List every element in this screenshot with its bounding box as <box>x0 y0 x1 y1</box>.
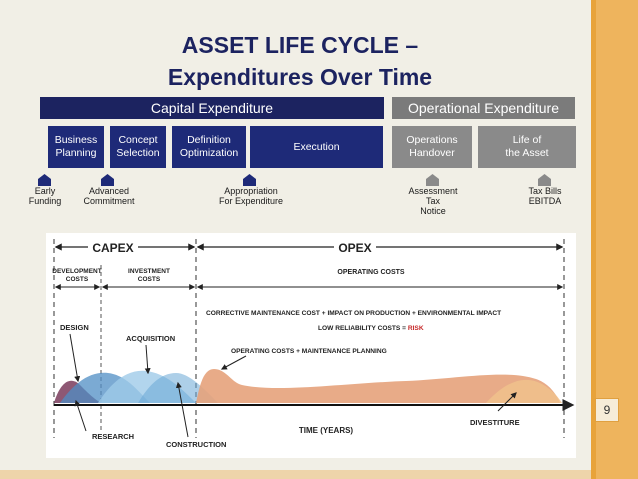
milestone-tax-bills-icon <box>538 174 551 186</box>
operating-cost-curve <box>196 369 560 403</box>
diagram-background <box>46 233 576 458</box>
milestone-advanced-commitment-icon <box>101 174 114 186</box>
milestone-early-funding: Early Funding <box>28 186 62 206</box>
construction-pointer <box>175 381 189 438</box>
milestone-appropriation-icon <box>243 174 256 186</box>
divestiture-pointer <box>497 392 517 412</box>
corrective-maintenance-label: CORRECTIVE MAINTENANCE COST + IMPACT ON … <box>206 310 501 317</box>
page-number: 9 <box>595 398 619 422</box>
capital-expenditure-band: Capital Expenditure <box>40 97 384 119</box>
capex-label: CAPEX <box>92 241 133 255</box>
low-reliability-text: LOW RELIABILITY COSTS = <box>318 325 408 332</box>
design-pointer <box>69 333 81 383</box>
phase-label: Business Planning <box>54 134 98 159</box>
phase-execution: Execution <box>250 126 383 168</box>
milestone-advanced-commitment: Advanced Commitment <box>83 186 135 206</box>
phase-concept-selection: Concept Selection <box>110 126 166 168</box>
slide-title-line-1: ASSET LIFE CYCLE – <box>181 32 419 58</box>
investment-costs-label-2: COSTS <box>138 276 161 283</box>
life-cycle-cost-diagram: CAPEX OPEX DEVELOPMENT COSTS INVESTMENT … <box>46 233 576 458</box>
phase-life-of-asset: Life of the Asset <box>478 126 576 168</box>
low-reliability-label: LOW RELIABILITY COSTS = RISK <box>318 325 424 332</box>
milestone-early-funding-icon <box>38 174 51 186</box>
phase-label: Concept Selection <box>116 134 160 159</box>
research-pointer <box>74 399 87 432</box>
milestone-appropriation: Appropriation For Expenditure <box>218 186 284 206</box>
phase-operations-handover: Operations Handover <box>392 126 472 168</box>
operating-maintenance-pointer <box>220 355 247 370</box>
development-costs-label-1: DEVELOPMENT <box>52 268 102 275</box>
divestiture-curve <box>486 379 562 403</box>
risk-text: RISK <box>408 325 424 332</box>
phase-label: Life of the Asset <box>505 134 549 159</box>
phase-definition-optimization: Definition Optimization <box>172 126 246 168</box>
milestone-assessment-tax-icon <box>426 174 439 186</box>
time-axis-label: TIME (YEARS) <box>299 426 354 435</box>
phase-business-planning: Business Planning <box>48 126 104 168</box>
opex-label: OPEX <box>338 241 371 255</box>
milestone-tax-bills: Tax Bills EBITDA <box>528 186 562 206</box>
research-label: RESEARCH <box>92 432 134 441</box>
slide-title-line-2: Expenditures Over Time <box>167 64 433 90</box>
investment-costs-label-1: INVESTMENT <box>128 268 170 275</box>
operating-maintenance-label: OPERATING COSTS + MAINTENANCE PLANNING <box>231 348 387 355</box>
phase-label: Execution <box>293 140 340 153</box>
operating-costs-label: OPERATING COSTS <box>337 269 404 276</box>
divestiture-label: DIVESTITURE <box>470 418 520 427</box>
design-label: DESIGN <box>60 323 89 332</box>
acquisition-pointer <box>144 344 151 375</box>
construction-label: CONSTRUCTION <box>166 440 226 449</box>
acquisition-label: ACQUISITION <box>126 334 175 343</box>
phase-label: Operations Handover <box>406 134 458 159</box>
phase-label: Definition Optimization <box>179 134 239 159</box>
milestone-assessment-tax-notice: Assessment Tax Notice <box>408 186 458 216</box>
operational-expenditure-band: Operational Expenditure <box>392 97 575 119</box>
development-costs-label-2: COSTS <box>66 276 89 283</box>
